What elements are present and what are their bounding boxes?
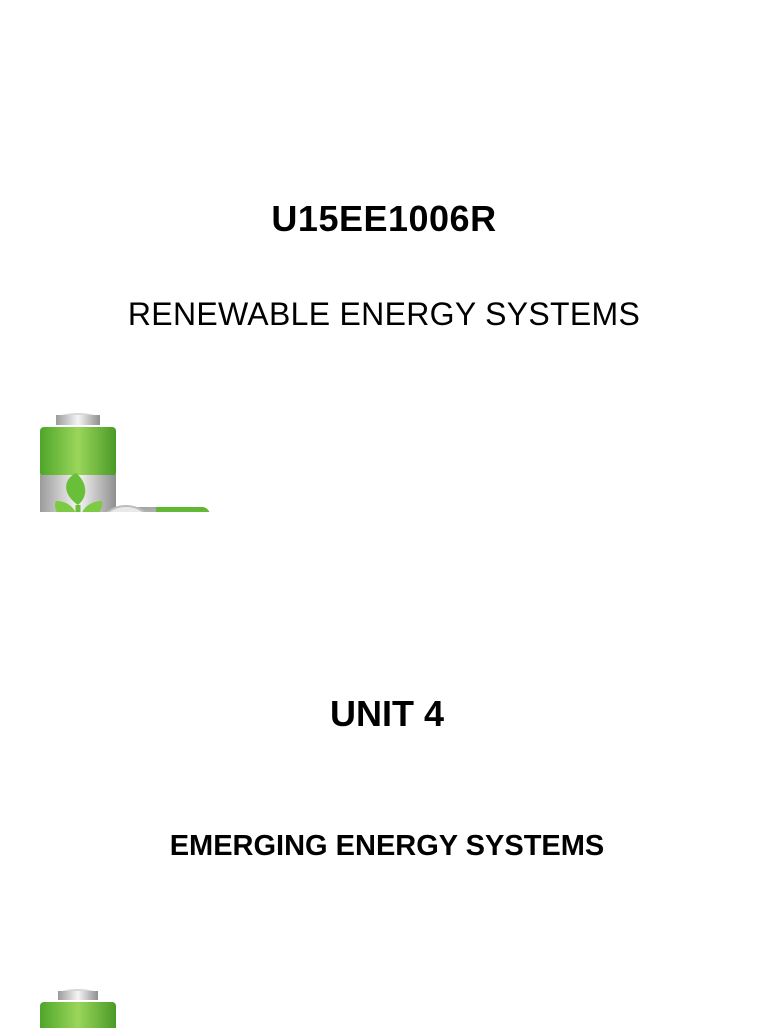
unit-number: UNIT 4 [329,693,444,734]
course-code: U15EE1006R [271,198,497,239]
title-slide: U15EE1006R RENEWABLE ENERGY SYSTEMS [0,0,768,512]
battery-leaf-icon [40,989,116,1028]
unit-slide [0,512,768,1024]
unit-title: EMERGING ENERGY SYSTEMS [169,830,605,862]
course-name: RENEWABLE ENERGY SYSTEMS [127,296,641,332]
battery-leaf-icon [40,413,210,512]
